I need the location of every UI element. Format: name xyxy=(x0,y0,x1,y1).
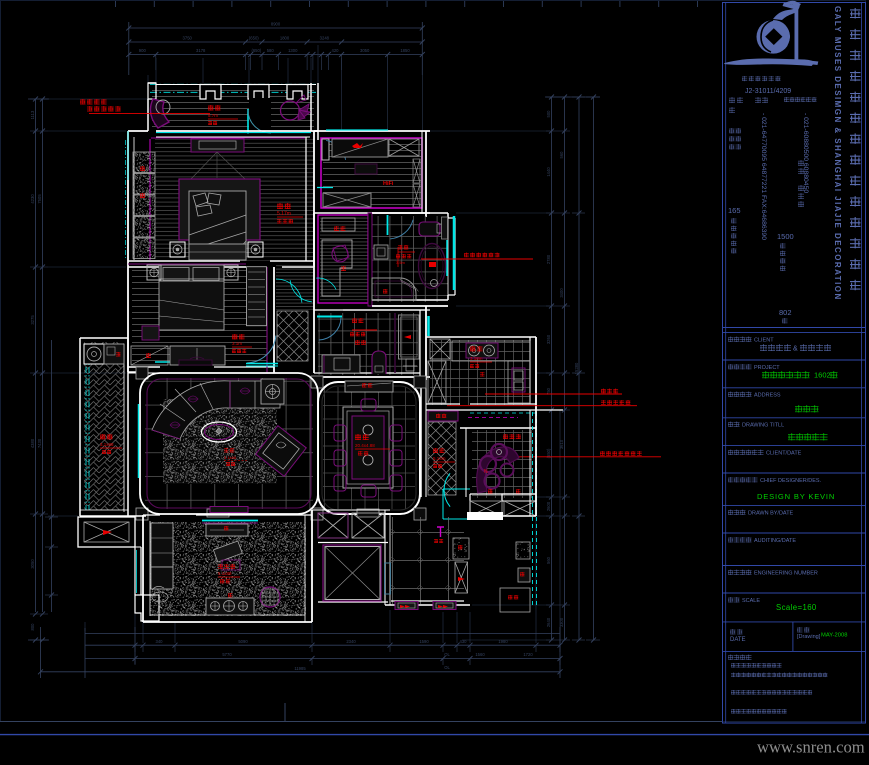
svg-text:3260: 3260 xyxy=(546,334,551,344)
svg-text:1980: 1980 xyxy=(498,639,508,644)
svg-text:3248: 3248 xyxy=(320,36,330,41)
svg-text:OL: OL xyxy=(444,665,450,670)
svg-text:165: 165 xyxy=(728,206,741,215)
svg-text:AUDITING/DATE: AUDITING/DATE xyxy=(754,538,796,544)
svg-text:Scale=160: Scale=160 xyxy=(776,603,817,612)
svg-text:1500: 1500 xyxy=(777,232,794,241)
svg-text:4380: 4380 xyxy=(30,438,35,448)
svg-text:(650): (650) xyxy=(546,448,551,458)
svg-text:5.17m: 5.17m xyxy=(277,211,291,217)
svg-text:2780: 2780 xyxy=(546,254,551,264)
svg-text:5.7m: 5.7m xyxy=(208,113,218,118)
svg-text:5.1x88: 5.1x88 xyxy=(218,571,232,576)
svg-text:[Drawing]: [Drawing] xyxy=(797,634,821,640)
svg-text:CLIENT/DATE: CLIENT/DATE xyxy=(766,451,802,457)
svg-text:430: 430 xyxy=(460,639,468,644)
svg-text:1602: 1602 xyxy=(814,371,831,380)
svg-text:560: 560 xyxy=(559,151,564,159)
svg-text:3050: 3050 xyxy=(30,559,35,569)
svg-text:500: 500 xyxy=(546,110,551,118)
svg-text:ENGINEERING NUMBER: ENGINEERING NUMBER xyxy=(754,571,818,577)
svg-text:8900: 8900 xyxy=(271,22,281,27)
svg-text:5.13m: 5.13m xyxy=(433,456,446,461)
svg-text:ADDRESS: ADDRESS xyxy=(754,393,781,399)
svg-text:3610: 3610 xyxy=(559,439,564,449)
svg-text:- 021-60880500 60880450: - 021-60880500 60880450 xyxy=(802,113,809,193)
svg-text:1560: 1560 xyxy=(475,652,485,657)
svg-text:(650): (650) xyxy=(249,36,259,41)
svg-text:3275: 3275 xyxy=(30,315,35,325)
svg-text:OL: OL xyxy=(444,652,450,657)
svg-text:7505: 7505 xyxy=(37,194,42,204)
svg-text:420: 420 xyxy=(332,48,340,53)
svg-text:1850: 1850 xyxy=(400,48,410,53)
svg-text:1800: 1800 xyxy=(280,36,290,41)
svg-text:CLIENT: CLIENT xyxy=(754,338,774,344)
svg-text:2340: 2340 xyxy=(346,639,356,644)
svg-text:1440: 1440 xyxy=(546,167,551,177)
svg-text:5770: 5770 xyxy=(222,652,232,657)
svg-text:3300: 3300 xyxy=(559,617,564,627)
svg-text:800: 800 xyxy=(30,623,35,631)
svg-text:580: 580 xyxy=(267,48,275,53)
svg-text:- 021-64770095 64877221 FAX:64: - 021-64770095 64877221 FAX:64686390 xyxy=(760,113,767,240)
svg-text:CHIEF DESIGNER/DES.: CHIEF DESIGNER/DES. xyxy=(760,478,822,484)
svg-text:5090: 5090 xyxy=(238,639,248,644)
svg-text:(650): (650) xyxy=(251,48,261,53)
svg-text:3750: 3750 xyxy=(183,36,193,41)
svg-text:&: & xyxy=(793,346,798,353)
svg-text:1113: 1113 xyxy=(30,110,35,119)
svg-text:www.snren.com: www.snren.com xyxy=(757,738,865,757)
svg-text:PROJECT: PROJECT xyxy=(754,365,780,371)
svg-text:3.1x88: 3.1x88 xyxy=(224,455,237,460)
svg-text:20.4x4.88: 20.4x4.88 xyxy=(355,443,375,448)
svg-text:SCALE: SCALE xyxy=(742,598,760,604)
svg-text:11985: 11985 xyxy=(294,666,306,671)
svg-text:560: 560 xyxy=(546,556,551,564)
svg-text:3178: 3178 xyxy=(196,48,206,53)
svg-text:2640: 2640 xyxy=(546,617,551,627)
svg-text:3.5m: 3.5m xyxy=(396,260,406,265)
svg-text:HiFi: HiFi xyxy=(383,181,394,187)
svg-text:900: 900 xyxy=(139,48,147,53)
svg-text:1590: 1590 xyxy=(419,639,429,644)
svg-text:1300: 1300 xyxy=(288,48,298,53)
svg-text:3400: 3400 xyxy=(559,288,564,298)
svg-text:2600: 2600 xyxy=(546,501,551,511)
svg-text:1720: 1720 xyxy=(523,652,533,657)
svg-text:MAY-2008: MAY-2008 xyxy=(821,633,847,639)
svg-text:750: 750 xyxy=(546,387,551,395)
svg-text:DESIGN BY KEVIN: DESIGN BY KEVIN xyxy=(757,492,835,501)
svg-text:4230: 4230 xyxy=(30,194,35,204)
svg-text:3050: 3050 xyxy=(360,48,370,53)
svg-text:802: 802 xyxy=(779,308,792,317)
svg-text:DRAWING TITLL: DRAWING TITLL xyxy=(742,423,784,429)
svg-text:N: N xyxy=(484,469,488,475)
svg-text:J2-31011/4209: J2-31011/4209 xyxy=(745,88,791,95)
svg-text:15280: 15280 xyxy=(574,362,579,374)
svg-text:DRAWN BY/DATE: DRAWN BY/DATE xyxy=(748,511,794,517)
svg-text:GALY MUSES DESIMGN & SHANGHAI: GALY MUSES DESIMGN & SHANGHAI JIAJIE DEC… xyxy=(833,6,842,301)
svg-text:7430: 7430 xyxy=(37,438,42,448)
svg-text:DATE: DATE xyxy=(730,637,746,643)
svg-text:3.18m: 3.18m xyxy=(470,356,483,361)
svg-text:3.1m: 3.1m xyxy=(232,341,242,346)
svg-text:3.1x88: 3.1x88 xyxy=(100,442,114,447)
svg-text:340: 340 xyxy=(156,639,164,644)
